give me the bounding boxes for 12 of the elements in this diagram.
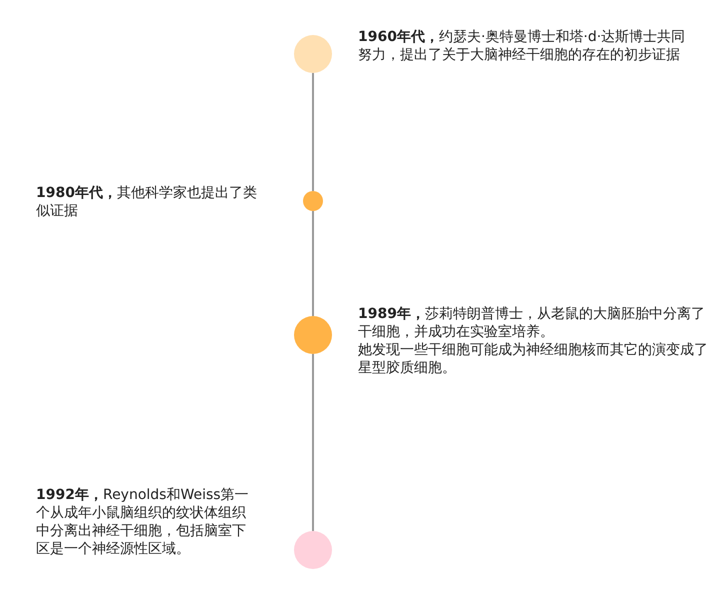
event-description: 1980年代，其他科学家也提出了类似证据 — [36, 184, 258, 220]
timeline-line — [312, 73, 314, 191]
event-description: 1992年，Reynolds和Weiss第一个从成年小鼠脑组织的纹状体组织中分离出神经干细胞，包括脑室下区是一个神经源性区域。 — [36, 486, 250, 558]
timeline-dot — [294, 35, 332, 73]
timeline-line — [312, 211, 314, 316]
event-description: 1989年，莎莉特朗普博士，从老鼠的大脑胚胎中分离了干细胞，并成功在实验室培养。 — [358, 305, 706, 341]
timeline-dot — [294, 316, 332, 354]
event-description: 1960年代，约瑟夫·奥特曼博士和塔·d·达斯博士共同努力，提出了关于大脑神经干细胞的存在的初步证据 — [358, 28, 686, 64]
timeline-dot — [294, 531, 332, 569]
event-description: 她发现一些干细胞可能成为神经细胞核而其它的演变成了星型胶质细胞。 — [358, 341, 709, 377]
timeline-dot — [303, 191, 323, 211]
timeline-line — [312, 354, 314, 531]
